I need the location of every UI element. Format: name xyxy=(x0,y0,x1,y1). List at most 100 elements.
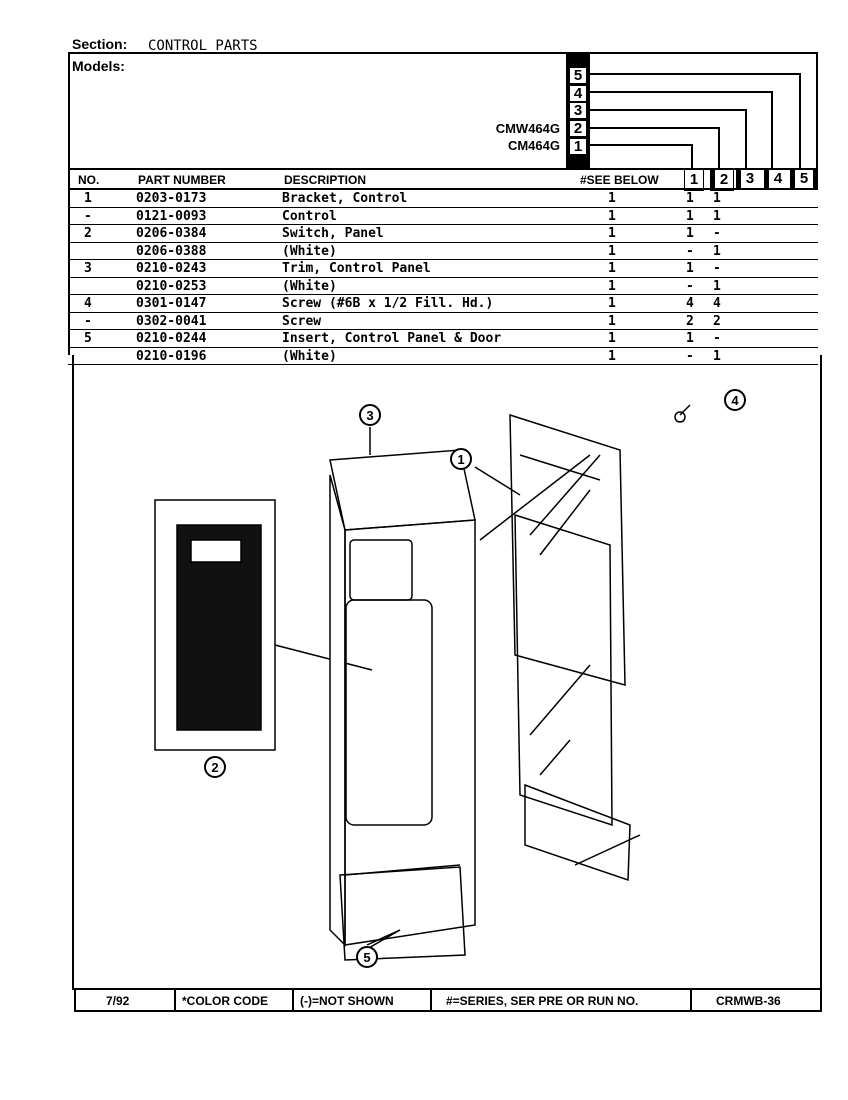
cell-part: 0210-0196 xyxy=(136,348,207,364)
table-row: - 0302-0041 Screw 1 2 2 xyxy=(68,313,818,330)
cell-no: 3 xyxy=(84,261,92,276)
cell-c2: 1 xyxy=(713,208,721,224)
cell-no: 1 xyxy=(84,191,92,206)
cell-c1: 1 xyxy=(686,261,694,276)
header-col-4: 4 xyxy=(764,169,787,189)
table-left-border xyxy=(68,190,70,355)
cell-no: 2 xyxy=(84,226,92,241)
model-col-1: 1 xyxy=(569,138,587,155)
table-row: - 0121-0093 Control 1 1 1 xyxy=(68,208,818,225)
cell-part: 0206-0384 xyxy=(136,226,207,241)
cell-no: 5 xyxy=(84,331,92,346)
exploded-diagram: 1 2 3 4 5 xyxy=(154,389,746,968)
table-row: 0210-0253 (White) 1 - 1 xyxy=(68,278,818,295)
cell-c1: 1 xyxy=(686,208,694,224)
cell-desc: Screw xyxy=(282,313,322,329)
cell-no: - xyxy=(84,313,92,329)
header-col-3: 3 xyxy=(736,169,759,189)
section-label: Section: xyxy=(72,36,128,52)
cell-desc: (White) xyxy=(282,243,337,259)
section-value: CONTROL PARTS xyxy=(148,38,258,54)
cell-desc: Control xyxy=(282,208,337,224)
footer: 7/92 *COLOR CODE (-)=NOT SHOWN #=SERIES,… xyxy=(74,988,822,1012)
cell-see: 1 xyxy=(608,278,616,294)
callout-4: 4 xyxy=(731,393,739,408)
cell-c2: - xyxy=(713,261,721,276)
cell-see: 1 xyxy=(608,313,616,329)
cell-see: 1 xyxy=(608,208,616,224)
cell-part: 0210-0244 xyxy=(136,331,207,346)
header-part: PART NUMBER xyxy=(138,173,226,187)
footer-date: 7/92 xyxy=(106,994,130,1008)
cell-part: 0301-0147 xyxy=(136,296,207,311)
table-row: 0206-0388 (White) 1 - 1 xyxy=(68,243,818,260)
cell-part: 0121-0093 xyxy=(136,208,207,224)
cell-part: 0206-0388 xyxy=(136,243,207,259)
cell-desc: Insert, Control Panel & Door xyxy=(282,331,502,346)
table-header: NO. PART NUMBER DESCRIPTION #SEE BELOW 1… xyxy=(68,168,818,191)
callout-3: 3 xyxy=(366,408,373,423)
cell-c2: 1 xyxy=(713,243,721,259)
cell-c1: 2 xyxy=(686,313,694,329)
header-col-5: 5 xyxy=(790,169,818,189)
cell-see: 1 xyxy=(608,296,616,311)
model-col-2: 2 xyxy=(569,120,587,137)
callout-1: 1 xyxy=(457,452,464,467)
cell-c1: - xyxy=(686,278,694,294)
model-name: CMW464G xyxy=(495,121,560,136)
cell-desc: Bracket, Control xyxy=(282,191,408,206)
cell-c2: 4 xyxy=(713,296,721,311)
footer-series: #=SERIES, SER PRE OR RUN NO. xyxy=(446,994,639,1008)
cell-c1: 4 xyxy=(686,296,694,311)
callout-5: 5 xyxy=(363,950,370,965)
header-see: #SEE BELOW xyxy=(580,173,659,187)
cell-desc: Switch, Panel xyxy=(282,226,384,241)
cell-no: 4 xyxy=(84,296,92,311)
cell-part: 0203-0173 xyxy=(136,191,207,206)
cell-part: 0302-0041 xyxy=(136,313,207,329)
footer-code: CRMWB-36 xyxy=(716,994,781,1008)
table-row: 2 0206-0384 Switch, Panel 1 1 - xyxy=(68,225,818,243)
cell-part: 0210-0243 xyxy=(136,261,207,276)
table-row: 1 0203-0173 Bracket, Control 1 1 1 xyxy=(68,190,818,208)
model-col-3: 3 xyxy=(569,102,587,119)
table-row: 4 0301-0147 Screw (#6B x 1/2 Fill. Hd.) 1 4 4 xyxy=(68,295,818,313)
cell-c1: 1 xyxy=(686,226,694,241)
models-label: Models: xyxy=(72,58,125,74)
cell-c2: 1 xyxy=(713,348,721,364)
cell-c1: - xyxy=(686,348,694,364)
header-desc: DESCRIPTION xyxy=(284,173,367,187)
cell-see: 1 xyxy=(608,191,616,206)
callout-2: 2 xyxy=(211,760,218,775)
model-col-5: 5 xyxy=(569,67,587,84)
footer-not-shown: (-)=NOT SHOWN xyxy=(300,994,394,1008)
cell-desc: (White) xyxy=(282,278,337,294)
parts-table: 1 0203-0173 Bracket, Control 1 1 1 - 0121-0093 C… xyxy=(68,190,818,365)
header-col-1: 1 xyxy=(684,169,704,191)
cell-desc: Trim, Control Panel xyxy=(282,261,431,276)
table-row: 3 0210-0243 Trim, Control Panel 1 1 - xyxy=(68,260,818,278)
cell-c2: 1 xyxy=(713,278,721,294)
cell-see: 1 xyxy=(608,226,616,241)
cell-desc: Screw (#6B x 1/2 Fill. Hd.) xyxy=(282,296,494,311)
cell-c1: - xyxy=(686,243,694,259)
model-connector-lines xyxy=(588,73,801,168)
footer-color-code: *COLOR CODE xyxy=(182,994,269,1008)
cell-desc: (White) xyxy=(282,348,337,364)
models-box xyxy=(68,52,818,168)
cell-see: 1 xyxy=(608,348,616,364)
model-col-4: 4 xyxy=(569,85,587,102)
header-col-2: 2 xyxy=(710,169,734,191)
cell-c2: - xyxy=(713,226,721,241)
cell-part: 0210-0253 xyxy=(136,278,207,294)
cell-c1: 1 xyxy=(686,191,694,206)
cell-see: 1 xyxy=(608,243,616,259)
cell-see: 1 xyxy=(608,261,616,276)
cell-c2: 2 xyxy=(713,313,721,329)
cell-c2: 1 xyxy=(713,191,721,206)
table-row: 0210-0196 (White) 1 - 1 xyxy=(68,348,818,365)
cell-c2: - xyxy=(713,331,721,346)
cell-no: - xyxy=(84,208,92,224)
